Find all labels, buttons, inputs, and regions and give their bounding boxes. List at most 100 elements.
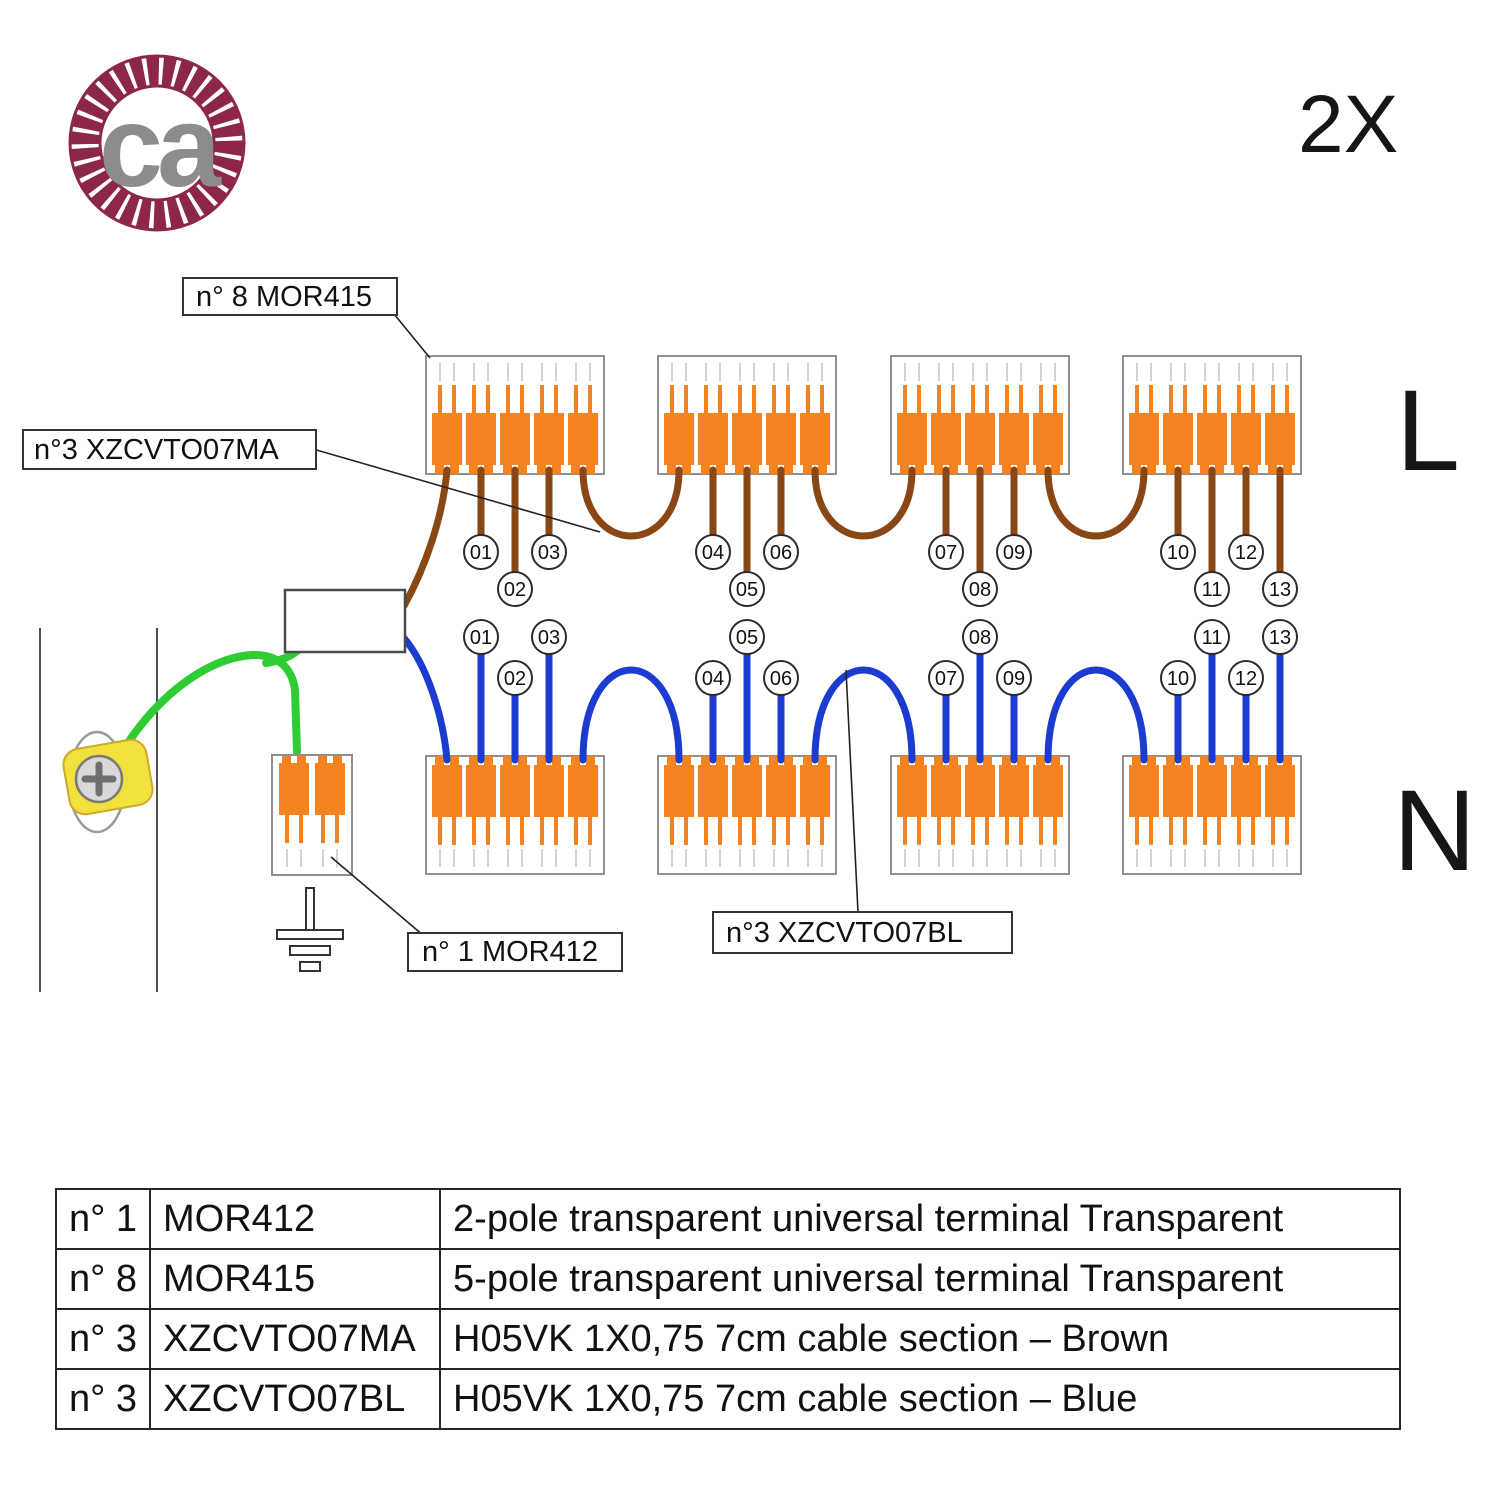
svg-text:02: 02 xyxy=(504,668,526,690)
wire-number-badge: 06 xyxy=(763,534,799,570)
svg-text:13: 13 xyxy=(1269,627,1291,649)
svg-text:01: 01 xyxy=(470,542,492,564)
wire-number-badge: 03 xyxy=(531,534,567,570)
code-cell: MOR415 xyxy=(149,1248,442,1310)
svg-text:11: 11 xyxy=(1202,579,1223,601)
wire-number-badge: 05 xyxy=(729,571,765,607)
wire-number-badge: 12 xyxy=(1228,534,1264,570)
earth-ground-icon xyxy=(276,887,344,972)
line-l-label: L xyxy=(1396,367,1460,495)
terminal-block-top-2 xyxy=(657,355,837,475)
terminal-block-top-1 xyxy=(425,355,605,475)
terminal-block-bottom-4 xyxy=(1122,755,1302,875)
svg-text:n°3 XZCVTO07BL: n°3 XZCVTO07BL xyxy=(726,917,963,949)
code-cell: XZCVTO07BL xyxy=(149,1368,442,1430)
wire-number-badge: 11 xyxy=(1194,571,1230,607)
svg-text:04: 04 xyxy=(702,542,724,564)
green-wire xyxy=(110,650,301,770)
wire-number-badge: 01 xyxy=(463,619,499,655)
svg-text:06: 06 xyxy=(770,542,792,564)
brown-jumper-wire xyxy=(811,466,916,540)
svg-text:01: 01 xyxy=(470,627,492,649)
wire-number-badge: 02 xyxy=(497,660,533,696)
svg-text:12: 12 xyxy=(1235,542,1257,564)
wire-number-badge: 08 xyxy=(962,619,998,655)
leader-line-mor412 xyxy=(330,856,425,937)
leader-line-xzcvto07ma xyxy=(312,448,601,533)
label-xzcvto07bl: n°3 XZCVTO07BL xyxy=(712,911,1013,954)
wire-number-badge: 07 xyxy=(928,660,964,696)
svg-text:07: 07 xyxy=(935,668,957,690)
terminal-block-bottom-2 xyxy=(657,755,837,875)
wire-number-badge: 11 xyxy=(1194,619,1230,655)
blue-neutral-wires xyxy=(400,633,1284,764)
wire-number-badge: 02 xyxy=(497,571,533,607)
desc-cell: 2-pole transparent universal terminal Tr… xyxy=(439,1188,1402,1250)
wire-number-badge: 09 xyxy=(996,534,1032,570)
parts-table: n° 1 MOR412 2-pole transparent universal… xyxy=(54,1188,1402,1430)
svg-text:08: 08 xyxy=(969,627,991,649)
svg-text:05: 05 xyxy=(736,627,758,649)
terminal-blocks-top xyxy=(425,355,1302,475)
wire-number-badge: 13 xyxy=(1262,571,1298,607)
terminal-blocks-bottom xyxy=(425,755,1302,875)
svg-text:11: 11 xyxy=(1202,627,1223,649)
terminal-block-top-3 xyxy=(890,355,1070,475)
svg-text:02: 02 xyxy=(504,579,526,601)
logo-rope-ring xyxy=(70,56,244,230)
blue-jumper-wire xyxy=(811,666,916,764)
svg-text:10: 10 xyxy=(1167,542,1189,564)
brown-jumper-wire xyxy=(579,466,683,540)
terminal-block-top-4 xyxy=(1122,355,1302,475)
top-wire-number-badges: 01 02 03 04 05 06 07 08 09 10 11 12 13 xyxy=(463,534,1298,607)
desc-cell: H05VK 1X0,75 7cm cable section – Brown xyxy=(439,1308,1402,1370)
wire-number-badge: 09 xyxy=(996,660,1032,696)
svg-text:07: 07 xyxy=(935,542,957,564)
qty-cell: n° 3 xyxy=(54,1308,152,1370)
logo-rope-outer-edge xyxy=(68,54,246,232)
line-n-label: N xyxy=(1393,767,1476,895)
terminal-block-bottom-1 xyxy=(425,755,605,875)
qty-cell: n° 8 xyxy=(54,1248,152,1310)
blue-jumper-wire xyxy=(1044,666,1148,764)
wire-number-badge: 08 xyxy=(962,571,998,607)
wire-number-badge: 10 xyxy=(1160,534,1196,570)
wire-number-badge: 04 xyxy=(695,534,731,570)
wire-number-badge: 10 xyxy=(1160,660,1196,696)
parts-table-row: n° 1 MOR412 2-pole transparent universal… xyxy=(54,1188,1402,1250)
leader-line-mor415 xyxy=(393,313,431,359)
bottom-wire-number-badges: 01 02 03 04 05 06 07 08 09 10 11 12 13 xyxy=(463,619,1298,696)
quantity-label: 2X xyxy=(1298,79,1398,170)
wire-number-badge: 04 xyxy=(695,660,731,696)
logo-rope-inner-edge xyxy=(98,84,216,202)
svg-text:n° 1 MOR412: n° 1 MOR412 xyxy=(422,936,598,968)
svg-text:05: 05 xyxy=(736,579,758,601)
svg-text:10: 10 xyxy=(1167,668,1189,690)
terminal-block-bottom-3 xyxy=(890,755,1070,875)
svg-text:12: 12 xyxy=(1235,668,1257,690)
svg-text:09: 09 xyxy=(1003,668,1025,690)
earth-terminal-block xyxy=(271,754,353,876)
wire-number-badge: 03 xyxy=(531,619,567,655)
parts-table-row: n° 3 XZCVTO07BL H05VK 1X0,75 7cm cable s… xyxy=(54,1368,1402,1430)
wiring-diagram: 01 02 03 04 05 06 07 08 09 10 11 12 13 0… xyxy=(22,54,1476,992)
qty-cell: n° 3 xyxy=(54,1368,152,1430)
label-mor412: n° 1 MOR412 xyxy=(407,932,623,972)
wire-number-badge: 07 xyxy=(928,534,964,570)
leader-line-xzcvto07bl xyxy=(845,669,859,913)
wire-number-badge: 06 xyxy=(763,660,799,696)
blue-wire xyxy=(400,634,451,764)
svg-text:n°3 XZCVTO07MA: n°3 XZCVTO07MA xyxy=(34,434,279,466)
svg-text:03: 03 xyxy=(538,627,560,649)
brown-wire xyxy=(400,466,451,610)
code-cell: XZCVTO07MA xyxy=(149,1308,442,1370)
label-mor415: n° 8 MOR415 xyxy=(182,277,398,316)
svg-text:09: 09 xyxy=(1003,542,1025,564)
svg-text:04: 04 xyxy=(702,668,724,690)
parts-table-row: n° 3 XZCVTO07MA H05VK 1X0,75 7cm cable s… xyxy=(54,1308,1402,1370)
brown-live-wires xyxy=(400,466,1284,610)
parts-table-row: n° 8 MOR415 5-pole transparent universal… xyxy=(54,1248,1402,1310)
wire-number-badge: 12 xyxy=(1228,660,1264,696)
desc-cell: 5-pole transparent universal terminal Tr… xyxy=(439,1248,1402,1310)
